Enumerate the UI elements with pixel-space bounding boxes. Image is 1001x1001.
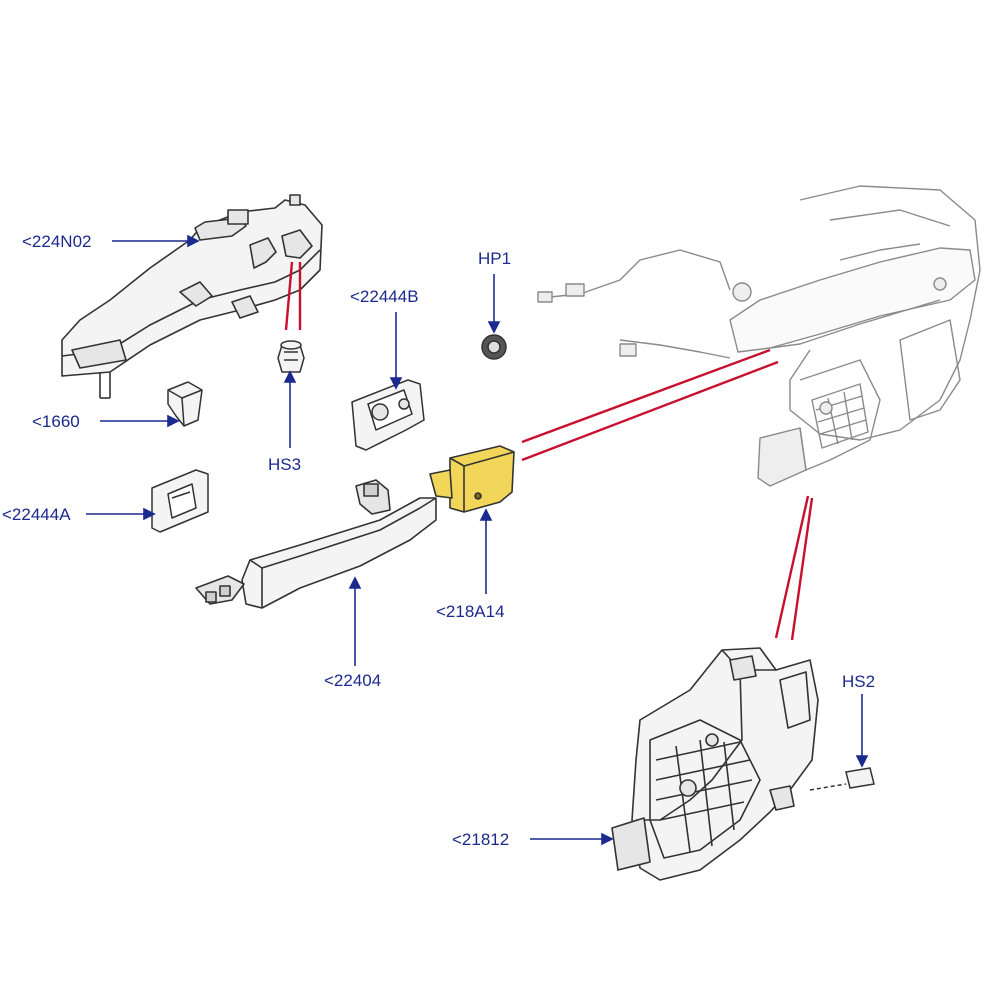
arrowhead-HS3 [283, 370, 297, 383]
part-22444A-gasket [151, 469, 209, 533]
callout-line-21812-a [774, 495, 810, 639]
assembled-door-handle-view [537, 185, 981, 487]
leader-lines [86, 234, 869, 846]
label-224N02: <224N02 [22, 232, 92, 251]
arrowhead-22444B [389, 377, 403, 390]
callout-line-21812-b [790, 497, 814, 641]
part-1660-clip [167, 381, 203, 427]
label-HS2: HS2 [842, 672, 876, 691]
arrowhead-224N02 [187, 234, 200, 248]
part-22404-exterior-handle [195, 479, 437, 609]
callout-lines [284, 261, 814, 641]
part-218A14-key-cover-highlighted [429, 445, 515, 513]
arrowhead-218A14 [479, 508, 493, 521]
arrowhead-22404 [348, 576, 362, 589]
arrowhead-22444A [143, 507, 156, 521]
part-21812-door-latch [611, 647, 819, 881]
part-22444B-gasket [351, 379, 425, 451]
label-22444A: <22444A [2, 505, 71, 524]
part-HS2-bolt [809, 767, 875, 791]
part-HS3-screw [277, 340, 305, 373]
callout-line-218A14-a [521, 348, 771, 444]
callout-line-hs3-a [284, 261, 294, 331]
label-21812: <21812 [452, 830, 510, 849]
arrowhead-1660 [167, 414, 180, 428]
arrowhead-HP1 [487, 321, 501, 334]
label-HS3: HS3 [268, 455, 302, 474]
label-22404: <22404 [324, 671, 382, 690]
arrowhead-HS2 [855, 755, 869, 768]
callout-line-218A14-b [521, 360, 779, 462]
label-1660: <1660 [32, 412, 80, 431]
label-218A14: <218A14 [436, 602, 505, 621]
part-HP1-plug [481, 334, 507, 360]
label-22444B: <22444B [350, 287, 419, 306]
label-HP1: HP1 [478, 249, 512, 268]
part-224N02-handle-bracket [61, 194, 323, 399]
arrowhead-21812 [601, 832, 614, 846]
